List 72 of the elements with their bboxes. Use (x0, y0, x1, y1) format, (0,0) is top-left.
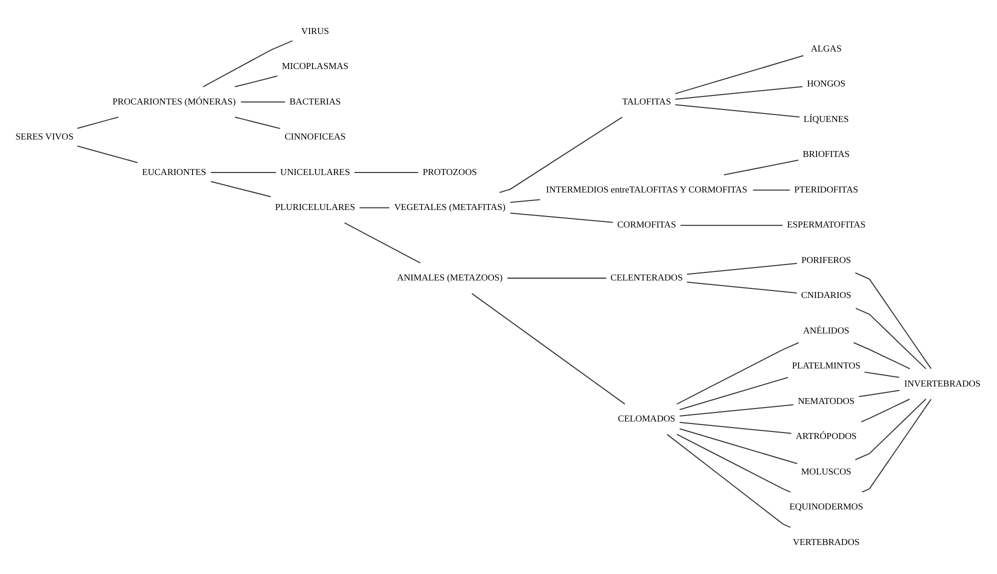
connector (344, 222, 420, 264)
node-text: PROTOZOOS (422, 166, 477, 177)
node-text: PLATELMINTOS (792, 360, 860, 371)
connector (675, 55, 804, 94)
node-text: EQUINODERMOS (789, 502, 864, 512)
connector (510, 199, 540, 203)
connector (472, 293, 626, 404)
node-text: PROCARIONTES (MÓNERAS) (112, 96, 236, 106)
connector (753, 190, 790, 191)
node-text: CINNOFICEAS (284, 132, 346, 142)
connector (855, 272, 932, 369)
connector (686, 282, 797, 294)
node-text: BRIOFITAS (802, 149, 850, 160)
node-text: ESPERMATOFITAS (786, 220, 866, 230)
connector (499, 116, 622, 193)
node-text: PLURICELULARES (275, 202, 356, 212)
connector (360, 207, 390, 208)
connector (861, 398, 910, 422)
connector (210, 172, 276, 173)
connector (77, 146, 138, 164)
connector (510, 212, 613, 223)
node-text: CNIDARIOS (801, 290, 852, 300)
connector (680, 428, 798, 464)
connector (234, 76, 278, 88)
connector (862, 398, 932, 492)
node-text: ALGAS (810, 43, 842, 54)
connector (680, 224, 783, 226)
connector (240, 101, 286, 102)
connector (680, 422, 792, 434)
node-text: VERTEBRADOS (792, 536, 860, 547)
connector (202, 40, 293, 88)
node-text: ARTRÓPODOS (796, 431, 857, 442)
node-text: CELOMADOS (618, 414, 676, 424)
connector (680, 376, 788, 410)
node-text: INTERMEDIOS entreTALOFITAS Y CORMOFITAS (546, 184, 748, 194)
node-text: CELENTERADOS (610, 272, 683, 283)
connector (856, 308, 926, 370)
node-text: EUCARIONTES (142, 166, 206, 177)
connector (855, 398, 926, 460)
connector (507, 278, 606, 279)
node-text: VEGETALES (METAFITAS) (394, 202, 506, 212)
node-text: HONGOS (807, 78, 846, 89)
node-text: INVERTEBRADOS (904, 378, 981, 388)
connector (680, 404, 794, 416)
node-text: BACTERIAS (290, 96, 341, 106)
connector (354, 172, 418, 173)
connector (675, 104, 800, 118)
connector (675, 86, 803, 100)
node-text: NEMATODOS (798, 396, 855, 406)
node-text: TALOFITAS (622, 96, 671, 106)
connector (853, 342, 910, 370)
connector (676, 434, 791, 492)
connector (864, 372, 900, 378)
node-text: LÍQUENES (804, 114, 849, 124)
node-text: PORIFEROS (801, 254, 852, 265)
connector (234, 116, 280, 130)
connector (77, 116, 118, 129)
connector (858, 390, 900, 398)
node-text: ANÉLIDOS (803, 325, 850, 336)
node-text: VIRUS (301, 26, 329, 36)
node-text: CORMOFITAS (617, 220, 676, 230)
node-text: PTERIDOFITAS (794, 184, 858, 194)
connector (210, 181, 271, 198)
node-text: SERES VIVOS (16, 132, 74, 142)
connector (724, 160, 799, 176)
node-text: MICOPLASMAS (282, 61, 348, 72)
connector (676, 342, 799, 404)
connector (666, 434, 791, 528)
node-text: UNICELULARES (280, 166, 350, 177)
connector (686, 262, 798, 275)
node-text: MOLUSCOS (801, 466, 852, 476)
node-text: ANIMALES (METAZOOS) (397, 272, 503, 283)
